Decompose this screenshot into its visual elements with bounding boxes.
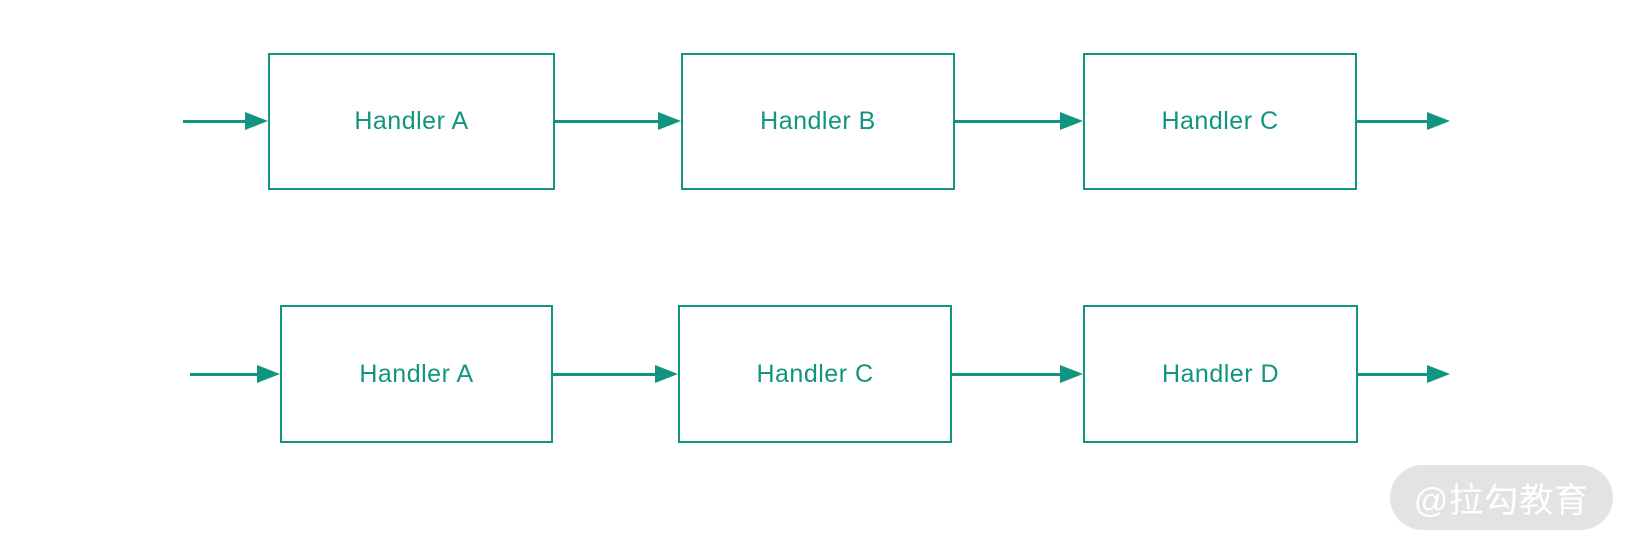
flow-arrow-row1-in <box>183 111 268 131</box>
arrowhead-icon <box>1060 365 1083 383</box>
node-row1-handler-a: Handler A <box>268 53 555 190</box>
arrowhead-icon <box>1427 365 1450 383</box>
node-row2-handler-a: Handler A <box>280 305 553 443</box>
node-row2-handler-d: Handler D <box>1083 305 1358 443</box>
arrow-shaft <box>1357 119 1428 123</box>
arrow-shaft <box>190 372 258 376</box>
node-label: Handler C <box>1161 107 1279 135</box>
watermark-badge: @拉勾教育 <box>1390 465 1613 530</box>
node-label: Handler C <box>756 359 874 388</box>
watermark-text: @拉勾教育 <box>1413 482 1590 520</box>
flow-arrow-row1-out <box>1357 111 1450 131</box>
flow-arrow-row1-a-to-b <box>555 111 681 131</box>
node-row1-handler-b: Handler B <box>681 53 955 190</box>
arrow-shaft <box>183 119 246 123</box>
arrow-shaft <box>952 372 1061 376</box>
arrow-shaft <box>955 119 1061 123</box>
arrowhead-icon <box>1427 112 1450 130</box>
node-label: Handler D <box>1161 359 1280 388</box>
node-row1-handler-c: Handler C <box>1083 53 1357 190</box>
arrow-shaft <box>1358 372 1428 376</box>
arrowhead-icon <box>658 112 681 130</box>
node-label: Handler B <box>760 107 876 135</box>
node-label: Handler A <box>354 107 469 135</box>
arrowhead-icon <box>257 365 280 383</box>
arrowhead-icon <box>1060 112 1083 130</box>
arrow-shaft <box>553 372 656 376</box>
arrow-shaft <box>555 119 659 123</box>
node-row2-handler-c: Handler C <box>678 305 952 443</box>
flow-arrow-row1-b-to-c <box>955 111 1083 131</box>
arrowhead-icon <box>655 365 678 383</box>
node-label: Handler A <box>359 359 474 388</box>
flow-arrow-row2-in <box>190 364 280 384</box>
flow-arrow-row2-out <box>1358 364 1450 384</box>
arrowhead-icon <box>245 112 268 130</box>
flow-arrow-row2-a-to-c <box>553 364 678 384</box>
flow-arrow-row2-c-to-d <box>952 364 1083 384</box>
